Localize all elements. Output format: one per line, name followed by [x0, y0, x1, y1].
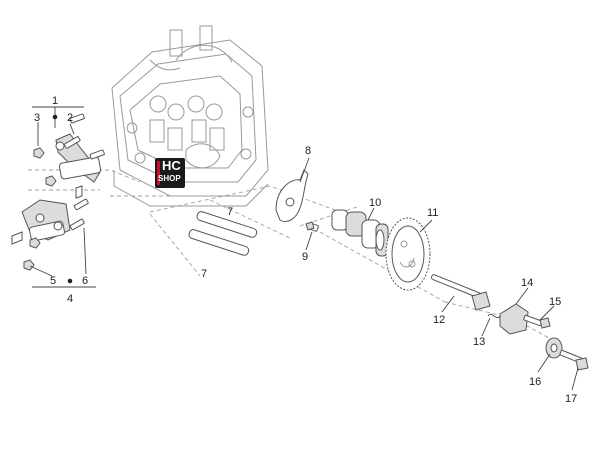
- leader-lines: [29, 106, 579, 391]
- screw-9: [305, 221, 319, 232]
- camshaft: [331, 209, 389, 257]
- label-3: 3: [34, 112, 40, 124]
- marker-dot: [67, 278, 73, 284]
- bolt-15: [523, 314, 551, 329]
- label-5: 5: [50, 275, 56, 287]
- label-7-bottom: 7: [201, 268, 207, 280]
- label-2: 2: [67, 112, 73, 124]
- logo-line2: SHOP: [158, 174, 181, 183]
- label-11: 11: [427, 207, 438, 219]
- label-14: 14: [521, 277, 533, 289]
- label-13: 13: [473, 336, 485, 348]
- label-15: 15: [549, 296, 561, 308]
- bolt-17: [559, 349, 589, 371]
- part-labels: 1 2 3 4 5 6 7 7 8 9 10 11 12 13 14 15 16…: [34, 95, 577, 405]
- label-1: 1: [52, 95, 58, 107]
- cylinder-head: [111, 25, 269, 207]
- label-10: 10: [369, 197, 381, 209]
- logo-accent-bar: [157, 161, 160, 185]
- label-17: 17: [565, 393, 577, 405]
- label-4: 4: [67, 293, 73, 305]
- rocker-arm-assembly: [11, 133, 102, 245]
- assembly-guide-lines: [28, 169, 561, 345]
- label-9: 9: [302, 251, 308, 263]
- washer-16: [545, 337, 563, 359]
- rocker-hardware: [23, 113, 105, 271]
- label-7-top: 7: [227, 206, 233, 218]
- label-6: 6: [82, 275, 88, 287]
- label-8: 8: [305, 145, 311, 157]
- logo-line1: HC: [162, 158, 181, 173]
- marker-dot: [52, 114, 58, 120]
- gasket-plate: [275, 169, 309, 222]
- decompressor-shaft: [430, 274, 491, 311]
- label-12: 12: [433, 314, 445, 326]
- label-16: 16: [529, 376, 541, 388]
- shafts: [188, 211, 258, 256]
- cam-sprocket: [385, 217, 431, 291]
- hc-shop-logo: HC SHOP: [155, 158, 185, 188]
